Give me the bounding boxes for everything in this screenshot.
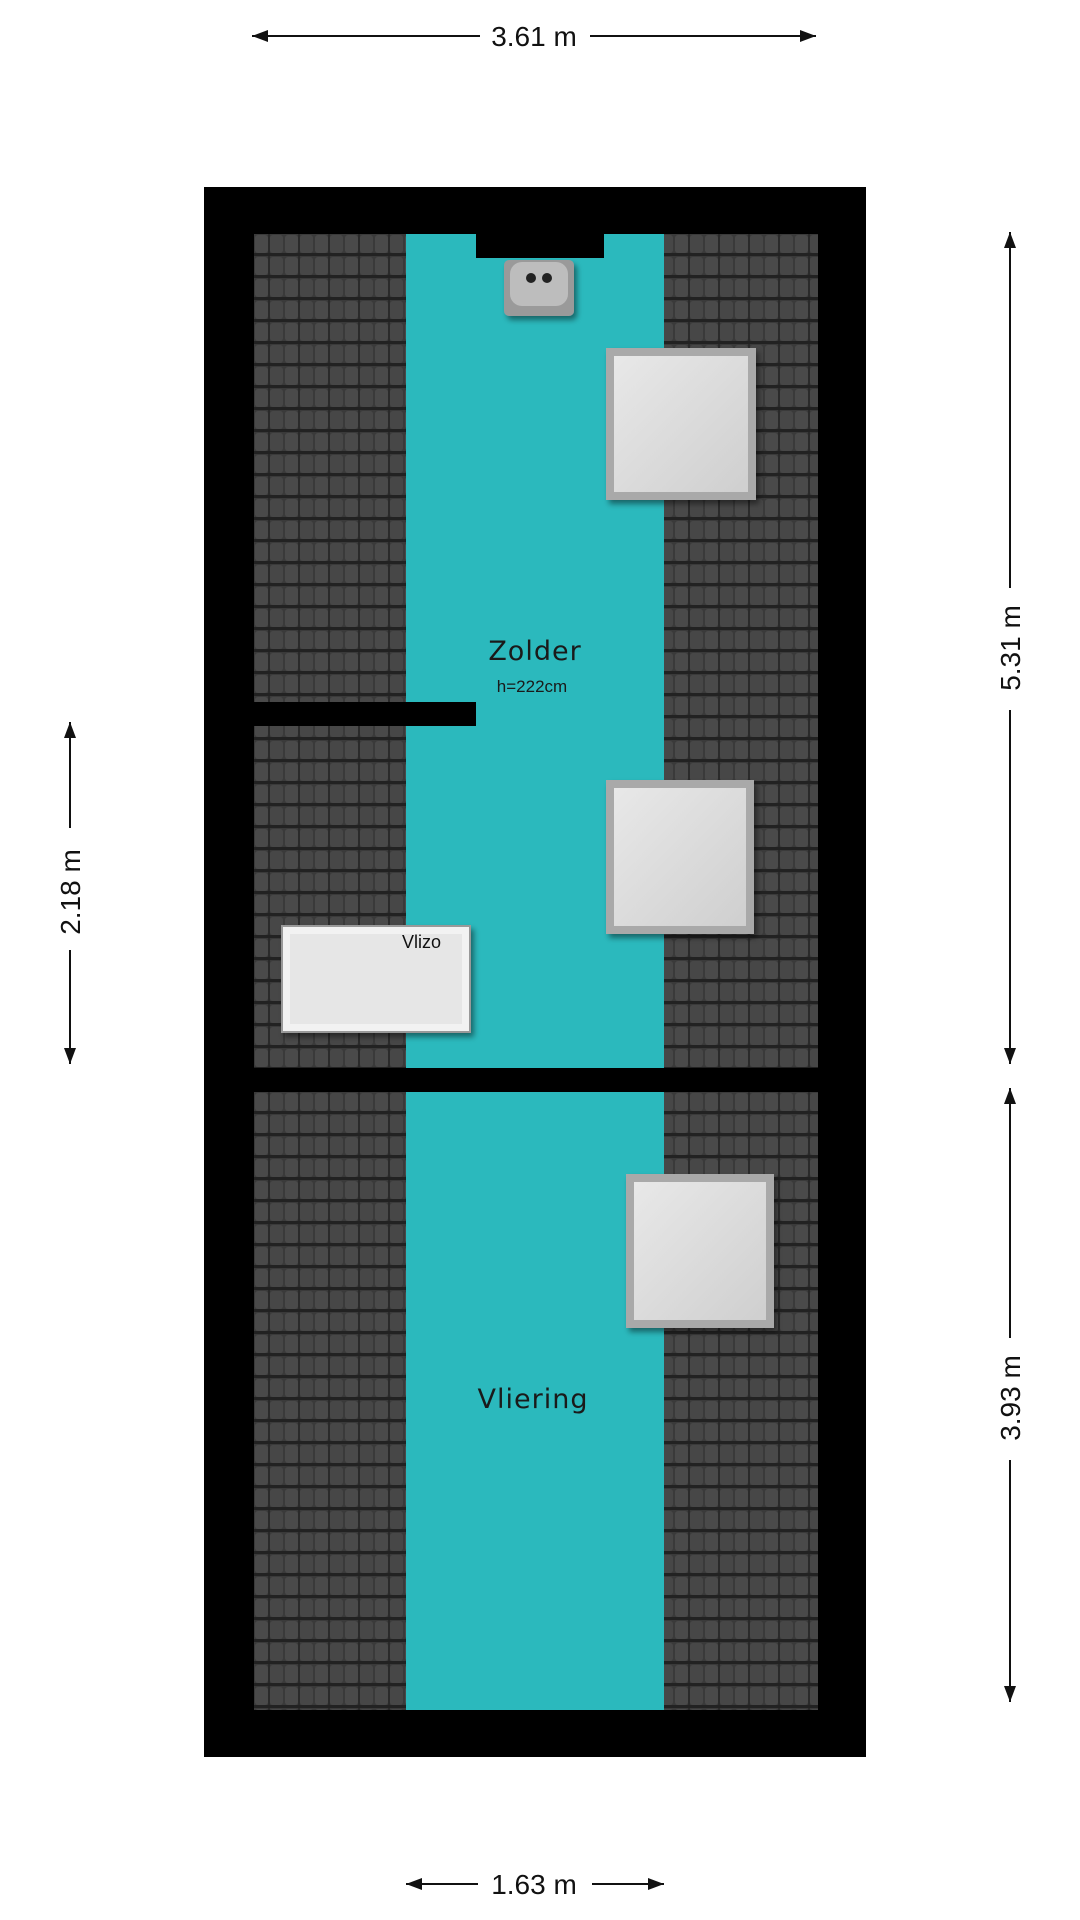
dimension-left: 2.18 m xyxy=(55,722,86,1064)
partition-wall xyxy=(254,702,476,726)
boiler-icon xyxy=(504,260,574,316)
dimension-bottom-label: 1.63 m xyxy=(491,1869,577,1900)
vliering-floor xyxy=(406,1092,664,1710)
skylight-1 xyxy=(606,348,756,500)
room-name-zolder: Zolder xyxy=(488,636,581,667)
dimension-top: 3.61 m xyxy=(252,21,816,52)
dimension-left-label: 2.18 m xyxy=(55,849,86,935)
dimension-top-label: 3.61 m xyxy=(491,21,577,52)
chimney-wall xyxy=(476,234,604,258)
dimension-right-lower: 3.93 m xyxy=(995,1088,1026,1702)
room-name-vliering: Vliering xyxy=(478,1384,589,1415)
dimension-right-lower-label: 3.93 m xyxy=(995,1355,1026,1441)
dimension-bottom: 1.63 m xyxy=(406,1869,664,1900)
skylight-3 xyxy=(626,1174,774,1328)
vlizo-label: Vlizo xyxy=(402,932,441,952)
dimension-right-upper: 5.31 m xyxy=(995,232,1026,1064)
skylight-2 xyxy=(606,780,754,934)
vlizo-hatch xyxy=(281,925,471,1033)
dividing-wall xyxy=(254,1068,818,1092)
room-height-zolder: h=222cm xyxy=(497,677,567,696)
dimension-right-upper-label: 5.31 m xyxy=(995,605,1026,691)
